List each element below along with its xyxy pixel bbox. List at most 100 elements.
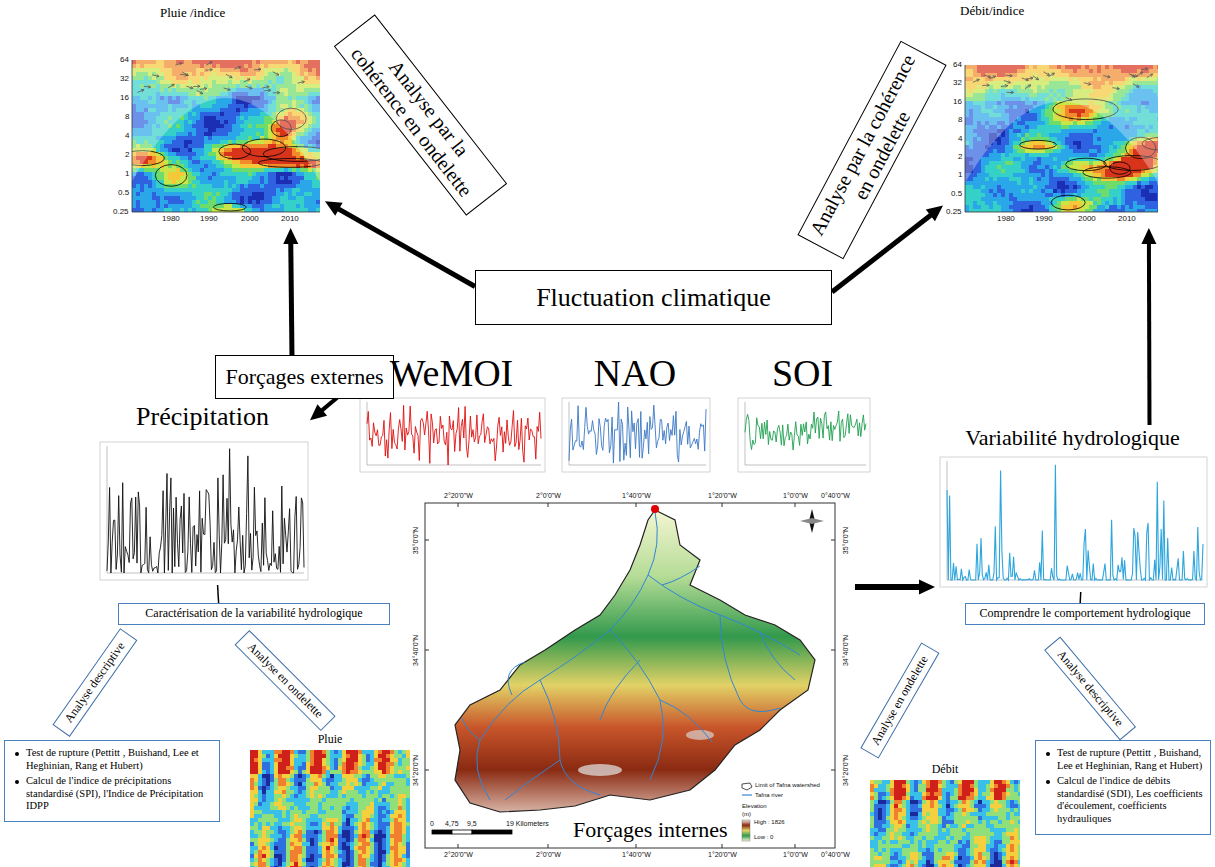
spectrum-cell bbox=[228, 128, 232, 132]
spectrum-cell bbox=[228, 184, 232, 188]
spectrum-cell bbox=[232, 172, 236, 176]
spectrum-cell bbox=[152, 192, 156, 196]
spectrum-cell bbox=[216, 156, 220, 160]
spectrum-cell bbox=[228, 180, 232, 184]
spectrum-cell bbox=[212, 192, 216, 196]
spectrum-cell bbox=[252, 168, 256, 172]
spectrum-cell bbox=[192, 188, 196, 192]
spectrum-cell bbox=[244, 168, 248, 172]
spectrum-cell bbox=[252, 116, 256, 120]
spectrum-cell bbox=[260, 144, 264, 148]
spectrum-cell bbox=[216, 168, 220, 172]
spectrum-cell bbox=[228, 168, 232, 172]
spectrum-cell bbox=[236, 160, 240, 164]
spectrum-cell bbox=[192, 156, 196, 160]
spectrum-cell bbox=[176, 128, 180, 132]
spectrum-cell bbox=[248, 184, 252, 188]
spectrum-cell bbox=[192, 160, 196, 164]
spectrum-cell bbox=[168, 168, 172, 172]
spectrum-cell bbox=[260, 204, 264, 208]
spectrum-cell bbox=[212, 160, 216, 164]
spectrum-cell bbox=[288, 184, 292, 188]
spectrum-cell bbox=[304, 196, 308, 200]
spectrum-cell bbox=[200, 164, 204, 168]
spectrum-cell bbox=[132, 180, 136, 184]
spectrum-cell bbox=[208, 112, 212, 116]
spectrum-cell bbox=[204, 124, 208, 128]
spectrum-cell bbox=[204, 108, 208, 112]
spectrum-cell bbox=[140, 200, 144, 204]
spectrum-cell bbox=[316, 188, 320, 192]
spectrum-cell bbox=[212, 112, 216, 116]
spectrum-cell bbox=[236, 184, 240, 188]
spectrum-cell bbox=[216, 200, 220, 204]
spectrum-cell bbox=[220, 160, 224, 164]
spectrum-cell bbox=[184, 148, 188, 152]
spectrum-cell bbox=[256, 184, 260, 188]
spectrum-cell bbox=[208, 140, 212, 144]
spectrum-cell bbox=[256, 108, 260, 112]
spectrum-cell bbox=[228, 116, 232, 120]
spectrum-cell bbox=[160, 140, 164, 144]
spectrum-cell bbox=[256, 148, 260, 152]
spectrum-cell bbox=[296, 192, 300, 196]
spectrum-cell bbox=[236, 140, 240, 144]
spectrum-cell bbox=[164, 188, 168, 192]
spectrum-cell bbox=[208, 120, 212, 124]
spectrum-cell bbox=[228, 160, 232, 164]
spectrum-cell bbox=[280, 196, 284, 200]
spectrum-cell bbox=[304, 184, 308, 188]
spectrum-cell bbox=[232, 148, 236, 152]
spectrum-cell bbox=[304, 192, 308, 196]
spectrum-cell bbox=[292, 168, 296, 172]
spectrum-cell bbox=[240, 116, 244, 120]
spectrum-cell bbox=[220, 104, 224, 108]
spectrum-cell bbox=[220, 176, 224, 180]
spectrum-cell bbox=[196, 128, 200, 132]
spectrum-cell bbox=[192, 116, 196, 120]
spectrum-cell bbox=[184, 164, 188, 168]
spectrum-cell bbox=[244, 136, 248, 140]
spectrum-cell bbox=[276, 128, 280, 132]
spectrum-cell bbox=[188, 208, 192, 212]
spectrum-cell bbox=[260, 184, 264, 188]
spectrum-cell bbox=[172, 180, 176, 184]
watershed-area bbox=[455, 510, 815, 812]
spectrum-cell bbox=[204, 188, 208, 192]
spectrum-cell bbox=[216, 132, 220, 136]
spectrum-cell bbox=[272, 180, 276, 184]
spectrum-cell bbox=[196, 204, 200, 208]
spectrum-cell bbox=[144, 184, 148, 188]
spectrum-cell bbox=[300, 196, 304, 200]
spectrum-cell bbox=[276, 184, 280, 188]
spectrum-cell bbox=[248, 136, 252, 140]
spectrum-cell bbox=[296, 168, 300, 172]
spectrum-cell bbox=[176, 196, 180, 200]
spectrum-cell bbox=[284, 200, 288, 204]
spectrum-cell bbox=[284, 152, 288, 156]
spectrum-cell bbox=[272, 172, 276, 176]
spectrum-cell bbox=[256, 196, 260, 200]
spectrum-cell bbox=[212, 156, 216, 160]
spectrum-cell bbox=[224, 120, 228, 124]
spectrum-cell bbox=[288, 188, 292, 192]
spectrum-cell bbox=[184, 208, 188, 212]
spectrum-cell bbox=[168, 132, 172, 136]
spectrum-cell bbox=[308, 188, 312, 192]
spectrum-cell bbox=[208, 128, 212, 132]
spectrum-cell bbox=[236, 172, 240, 176]
spectrum-cell bbox=[252, 128, 256, 132]
spectrum-cell bbox=[176, 124, 180, 128]
spectrum-cell bbox=[156, 200, 160, 204]
spectrum-cell bbox=[144, 168, 148, 172]
spectrum-cell bbox=[196, 136, 200, 140]
spectrum-cell bbox=[188, 152, 192, 156]
spectrum-cell bbox=[236, 192, 240, 196]
spectrum-cell bbox=[256, 124, 260, 128]
spectrum-cell bbox=[204, 208, 208, 212]
spectrum-cell bbox=[312, 180, 316, 184]
spectrum-cell bbox=[224, 176, 228, 180]
spectrum-cell bbox=[172, 204, 176, 208]
spectrum-cell bbox=[312, 196, 316, 200]
spectrum-cell bbox=[204, 136, 208, 140]
